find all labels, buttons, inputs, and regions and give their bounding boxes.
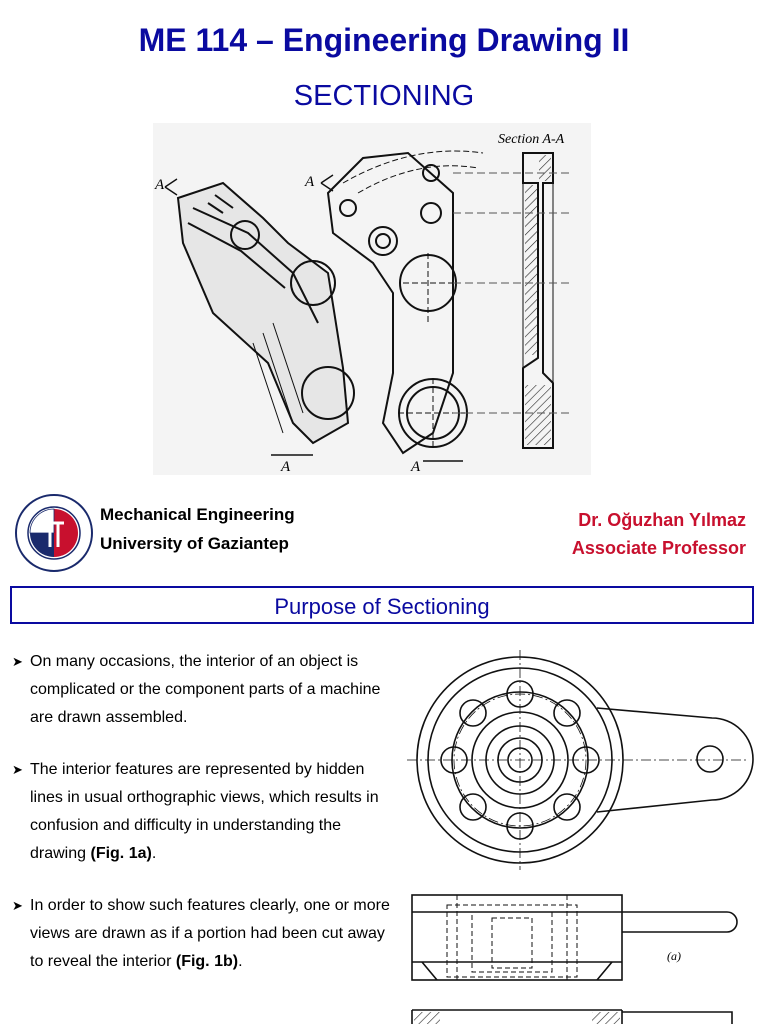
cut-label-a: A (280, 459, 291, 475)
figure-label: (a) (667, 949, 681, 963)
department-name: Mechanical Engineering (100, 505, 295, 524)
cut-label-a: A (154, 177, 165, 193)
slide-subtitle: SECTIONING (293, 80, 475, 112)
instructor-block: Dr. Oğuzhan Yılmaz Associate Professor (572, 506, 746, 562)
instructor-name: Dr. Oğuzhan Yılmaz (578, 510, 746, 530)
university-logo (15, 494, 93, 572)
institution-block: Mechanical Engineering University of Gaz… (100, 500, 295, 558)
bullet-text: On many occasions, the interior of an ob… (30, 653, 381, 726)
section-heading: Purpose of Sectioning (10, 586, 754, 624)
bullet-end: . (238, 953, 243, 970)
slide-title: ME 114 – Engineering Drawing II (138, 22, 630, 58)
instructor-title: Associate Professor (571, 538, 746, 558)
bullet-text: In order to show such features clearly, … (30, 897, 390, 970)
bullet-arrow-icon: ➤ (12, 654, 23, 669)
bullet-end: . (151, 845, 157, 862)
cut-label-a: A (410, 459, 421, 475)
flange-drawing: (a) (407, 650, 754, 1024)
bullet-list: ➤ On many occasions, the interior of an … (10, 648, 392, 1000)
bullet-item: ➤ In order to show such features clearly… (10, 892, 392, 976)
cut-label-a: A (304, 174, 315, 190)
bullet-arrow-icon: ➤ (12, 898, 23, 913)
figure-reference: (Fig. 1b) (175, 953, 239, 970)
section-label: Section A-A (498, 132, 565, 147)
bullet-text: The interior features are represented by… (30, 761, 379, 862)
figure-reference: (Fig. 1a) (90, 845, 152, 862)
sectioning-drawing: A A A A Section A-A (153, 123, 591, 475)
bullet-item: ➤ The interior features are represented … (10, 756, 392, 868)
bullet-arrow-icon: ➤ (12, 762, 23, 777)
university-name: University of Gaziantep (100, 534, 289, 553)
bullet-item: ➤ On many occasions, the interior of an … (10, 648, 392, 732)
